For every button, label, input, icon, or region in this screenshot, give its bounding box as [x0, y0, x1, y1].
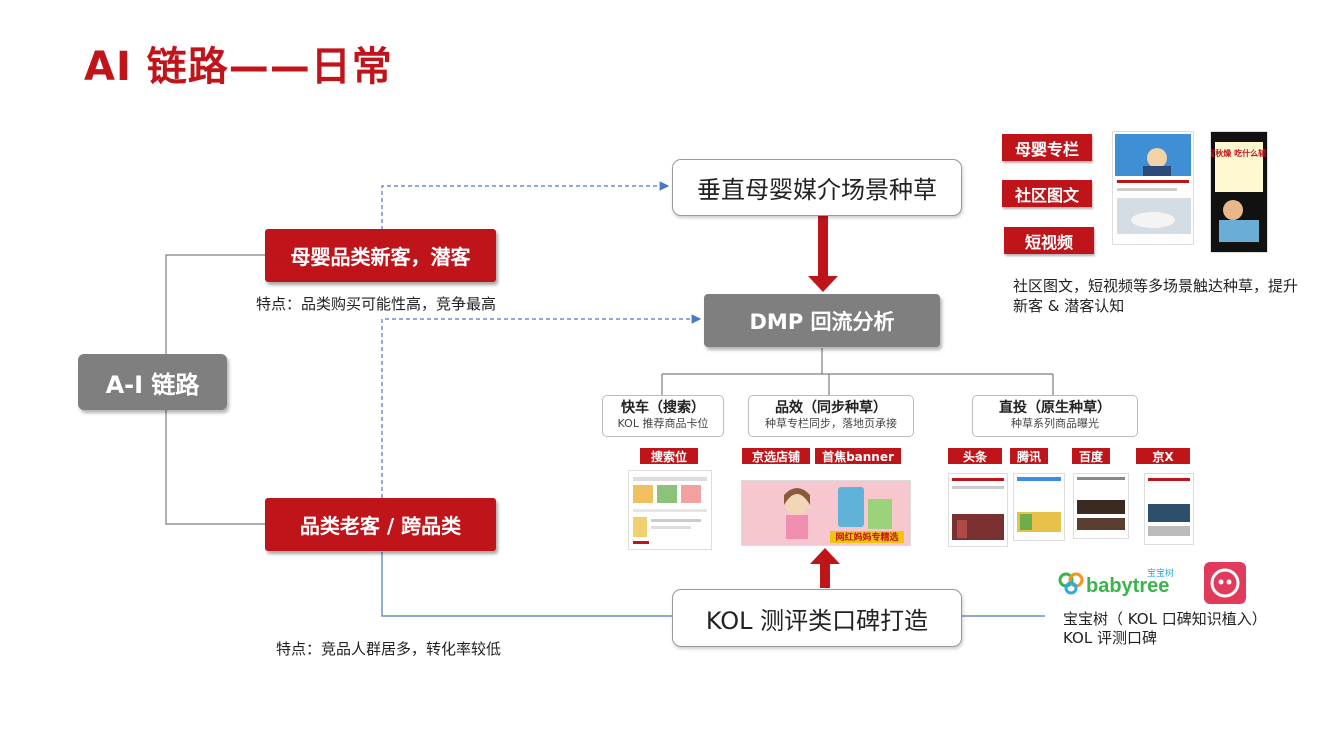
- dmp-node: DMP 回流分析: [704, 294, 940, 347]
- root-node: A-I 链路: [78, 354, 227, 410]
- tag-search-slot: 搜索位: [640, 448, 698, 464]
- toutiao-screenshot: [948, 473, 1008, 547]
- kol-node: KOL 测评类口碑打造: [672, 589, 962, 647]
- channel-brand-effect-subtitle: 种草专栏同步，落地页承接: [765, 417, 897, 430]
- page-title: AI 链路——日常: [84, 44, 393, 90]
- old-customers-note: 特点：竞品人群居多，转化率较低: [276, 640, 502, 658]
- babytree-note: 宝宝树（ KOL 口碑知识植入） KOL 评测口碑: [1063, 610, 1267, 648]
- babytree-logo-cn: 宝宝树: [1147, 567, 1174, 579]
- banner-text: 网红妈妈专精选: [835, 531, 898, 543]
- channel-search-subtitle: KOL 推荐商品卡位: [617, 417, 709, 430]
- old-customers-node: 品类老客 / 跨品类: [265, 498, 496, 551]
- tag-short-video: 短视频: [1004, 227, 1094, 254]
- babytree-logo: babytree 宝宝树: [1057, 566, 1177, 600]
- brand-banner-image: 网红妈妈专精选: [741, 480, 911, 546]
- tag-tencent: 腾讯: [1010, 448, 1048, 464]
- tag-mother-baby-column: 母婴专栏: [1002, 134, 1092, 161]
- tencent-screenshot: [1013, 473, 1065, 541]
- channel-search-title: 快车（搜索）: [621, 400, 705, 416]
- tag-community-post: 社区图文: [1002, 180, 1092, 207]
- media-note: 社区图文，短视频等多场景触达种草，提升新客 & 潜客认知: [1013, 277, 1299, 315]
- babytree-logo-text: babytree: [1086, 575, 1169, 597]
- video-thumb-text: 宝宝秋燥 吃什么辅食?: [1211, 148, 1267, 158]
- channel-brand-effect-title: 品效（同步种草）: [775, 400, 887, 416]
- babytree-note-line1: 宝宝树（ KOL 口碑知识植入）: [1063, 610, 1267, 628]
- column-screenshot: [1112, 131, 1194, 245]
- new-customers-note: 特点：品类购买可能性高，竞争最高: [256, 295, 497, 313]
- tag-jx-store: 京选店铺: [742, 448, 810, 464]
- new-customers-node: 母婴品类新客，潜客: [265, 229, 496, 282]
- tag-toutiao: 头条: [948, 448, 1002, 464]
- channel-brand-effect: 品效（同步种草） 种草专栏同步，落地页承接: [748, 395, 914, 437]
- channel-direct: 直投（原生种草） 种草系列商品曝光: [972, 395, 1138, 437]
- short-video-screenshot: 宝宝秋燥 吃什么辅食?: [1210, 131, 1268, 253]
- baidu-screenshot: [1073, 473, 1129, 539]
- jdx-screenshot: [1144, 473, 1194, 545]
- channel-direct-title: 直投（原生种草）: [999, 400, 1111, 416]
- babytree-app-icon: [1204, 562, 1246, 604]
- channel-search: 快车（搜索） KOL 推荐商品卡位: [602, 395, 724, 437]
- babytree-note-line2: KOL 评测口碑: [1063, 629, 1157, 647]
- channel-direct-subtitle: 种草系列商品曝光: [1011, 417, 1099, 430]
- tag-focus-banner: 首焦banner: [815, 448, 901, 464]
- vertical-media-node: 垂直母婴媒介场景种草: [672, 159, 962, 216]
- tag-baidu: 百度: [1072, 448, 1110, 464]
- search-slot-screenshot: [628, 470, 712, 550]
- tag-jdx: 京X: [1136, 448, 1190, 464]
